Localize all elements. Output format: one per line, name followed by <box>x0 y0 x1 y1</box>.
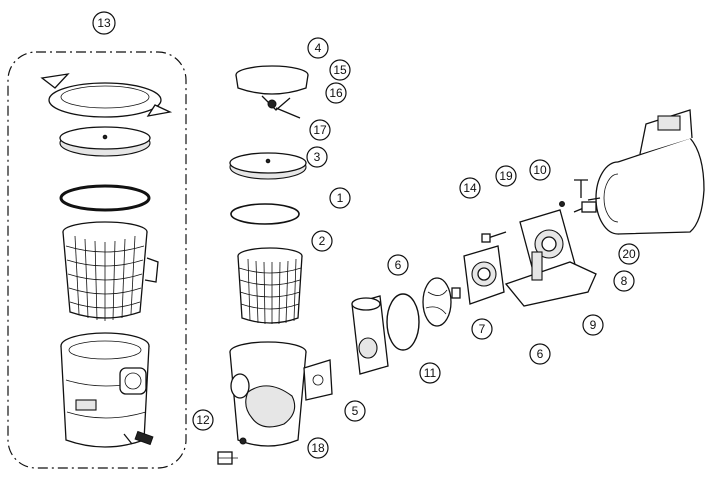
svg-text:18: 18 <box>311 441 325 455</box>
callout-11: 11 <box>419 362 441 384</box>
callout-7: 7 <box>471 318 493 340</box>
strainer-basket <box>237 247 303 325</box>
callout-15: 15 <box>329 59 351 81</box>
svg-text:17: 17 <box>313 123 327 137</box>
diffuser-body <box>351 295 389 375</box>
svg-text:5: 5 <box>352 404 359 418</box>
svg-text:9: 9 <box>590 318 597 332</box>
svg-text:7: 7 <box>479 322 486 336</box>
seal-plate <box>463 245 505 305</box>
callout-2: 2 <box>311 230 333 252</box>
impeller <box>422 277 461 327</box>
callout-6-upper: 6 <box>387 254 409 276</box>
svg-text:3: 3 <box>314 150 321 164</box>
svg-text:20: 20 <box>622 247 636 261</box>
motor <box>587 109 705 235</box>
svg-text:13: 13 <box>97 16 111 30</box>
svg-text:6: 6 <box>537 347 544 361</box>
callout-3: 3 <box>306 146 328 168</box>
callout-12: 12 <box>192 409 214 431</box>
callout-16: 16 <box>325 82 347 104</box>
housing-gasket <box>303 359 333 401</box>
callout-9: 9 <box>582 314 604 336</box>
svg-text:12: 12 <box>196 413 210 427</box>
strainer-lid <box>229 152 307 180</box>
svg-text:14: 14 <box>463 181 477 195</box>
svg-text:8: 8 <box>621 274 628 288</box>
svg-text:15: 15 <box>333 63 347 77</box>
svg-text:16: 16 <box>329 86 343 100</box>
svg-text:1: 1 <box>337 191 344 205</box>
callout-10: 10 <box>529 159 551 181</box>
clamp-ring <box>235 65 309 119</box>
svg-text:10: 10 <box>533 163 547 177</box>
callout-20: 20 <box>618 243 640 265</box>
callout-18: 18 <box>307 437 329 459</box>
callout-17: 17 <box>309 119 331 141</box>
callout-8: 8 <box>613 270 635 292</box>
svg-text:4: 4 <box>315 41 322 55</box>
svg-text:6: 6 <box>395 258 402 272</box>
callout-5: 5 <box>344 400 366 422</box>
lid-o-ring <box>230 203 300 225</box>
strainer-housing <box>217 341 307 465</box>
callout-4: 4 <box>307 37 329 59</box>
svg-text:19: 19 <box>499 169 513 183</box>
svg-text:11: 11 <box>424 366 437 380</box>
callout-6-lower: 6 <box>529 343 551 365</box>
svg-text:2: 2 <box>319 234 326 248</box>
callout-19: 19 <box>495 165 517 187</box>
callout-1: 1 <box>329 187 351 209</box>
strainer-assembly-group <box>7 51 187 469</box>
motor-base <box>481 209 597 307</box>
diffuser-o-ring <box>386 293 420 351</box>
callout-13: 13 <box>92 11 116 35</box>
bracket-hardware <box>559 179 599 213</box>
callout-14: 14 <box>459 177 481 199</box>
